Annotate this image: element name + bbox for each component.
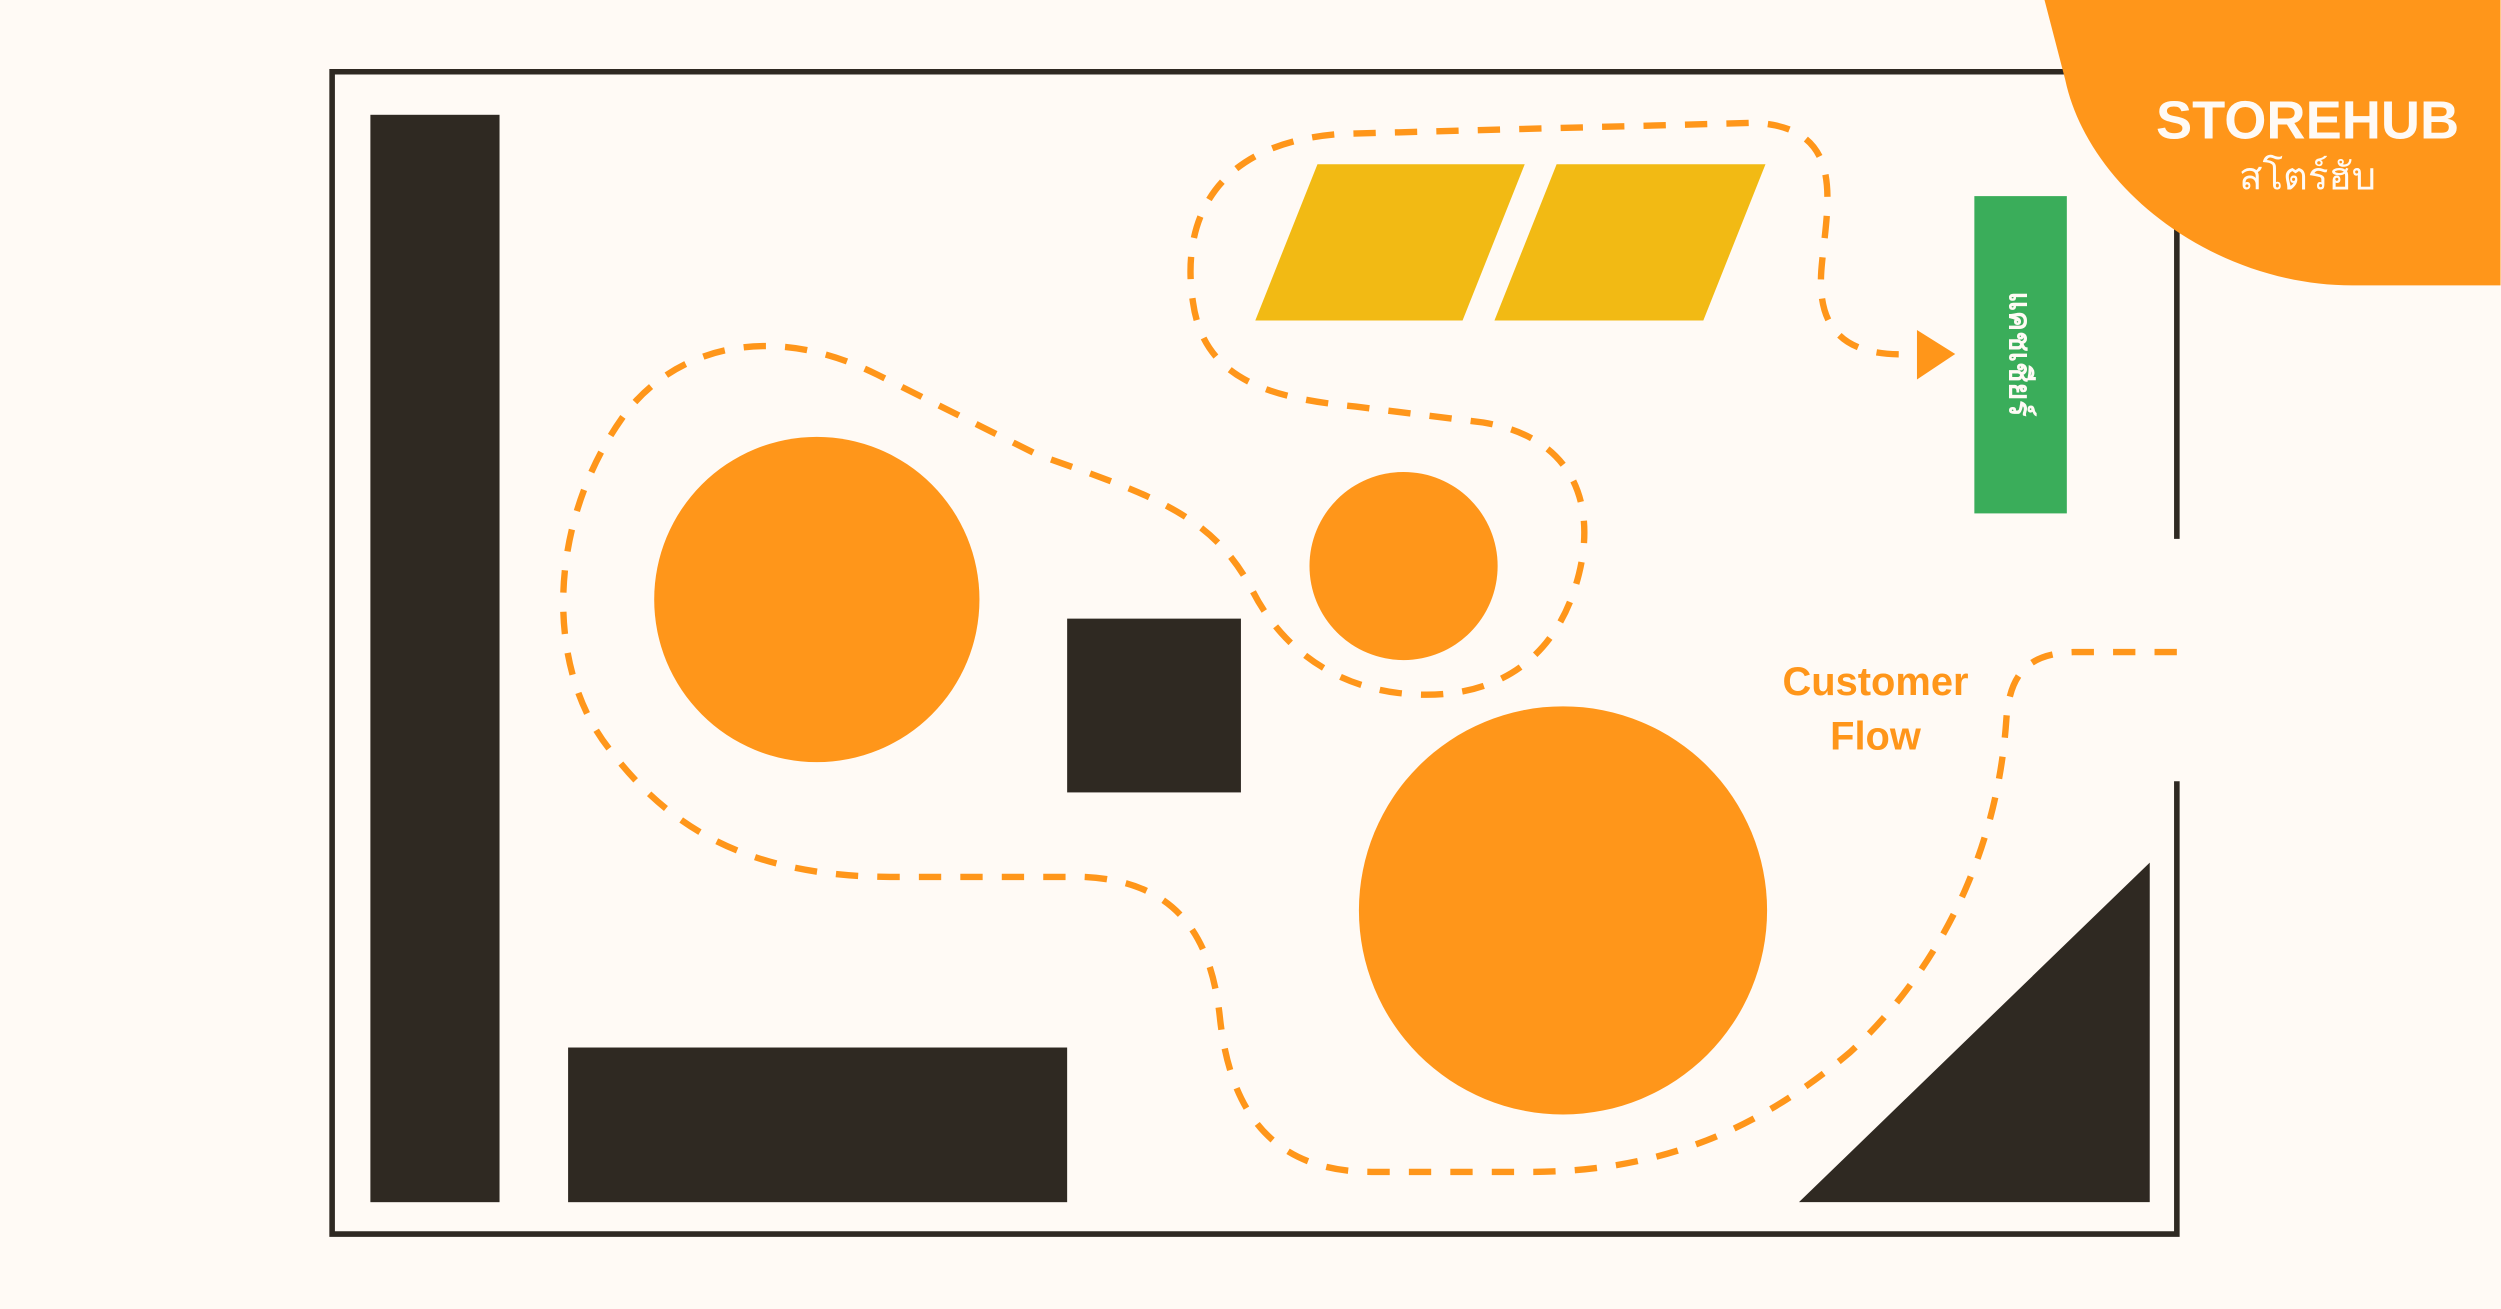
shelf-yellow-1 — [1255, 164, 1525, 321]
cashier-counter — [1974, 196, 2067, 514]
display-circle-large — [1358, 706, 1768, 1115]
wall-shelf-left — [370, 114, 500, 1203]
brand-logo-thai: สโตร์ฮับ — [2239, 155, 2376, 199]
flow-label-line2: Flow — [1830, 714, 1922, 758]
brand-logo-text: STOREHUB — [2156, 91, 2459, 151]
flow-arrow-icon — [1916, 330, 1956, 380]
display-circle-small — [1309, 471, 1498, 661]
display-table-square — [1067, 618, 1241, 793]
brand-corner-shape — [2044, 0, 2501, 286]
display-circle-left — [654, 436, 980, 763]
shelf-yellow-2 — [1494, 164, 1766, 321]
shelf-bottom — [568, 1047, 1068, 1203]
flow-label-line1: Customer — [1783, 660, 1969, 704]
cashier-label: แคชเชียร์ — [2002, 291, 2037, 417]
customer-flow-path — [560, 119, 2177, 1176]
corner-shelf-triangle — [1798, 862, 2150, 1203]
